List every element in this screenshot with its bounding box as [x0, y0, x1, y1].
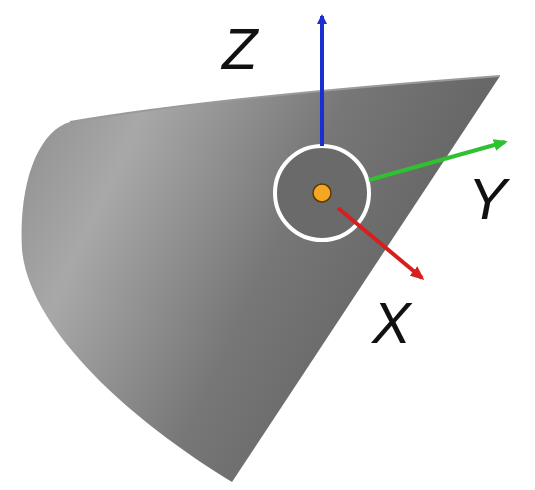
origin-dot [313, 184, 331, 202]
cone-surface [22, 76, 500, 482]
axis-label: X [372, 294, 411, 352]
surface-edge [70, 76, 500, 122]
axis-label: Y [468, 170, 507, 228]
axis-label: Z [222, 20, 257, 78]
x-axis-arrow [338, 208, 422, 278]
z-axis-arrow [320, 16, 324, 146]
origin-ring [275, 146, 369, 240]
